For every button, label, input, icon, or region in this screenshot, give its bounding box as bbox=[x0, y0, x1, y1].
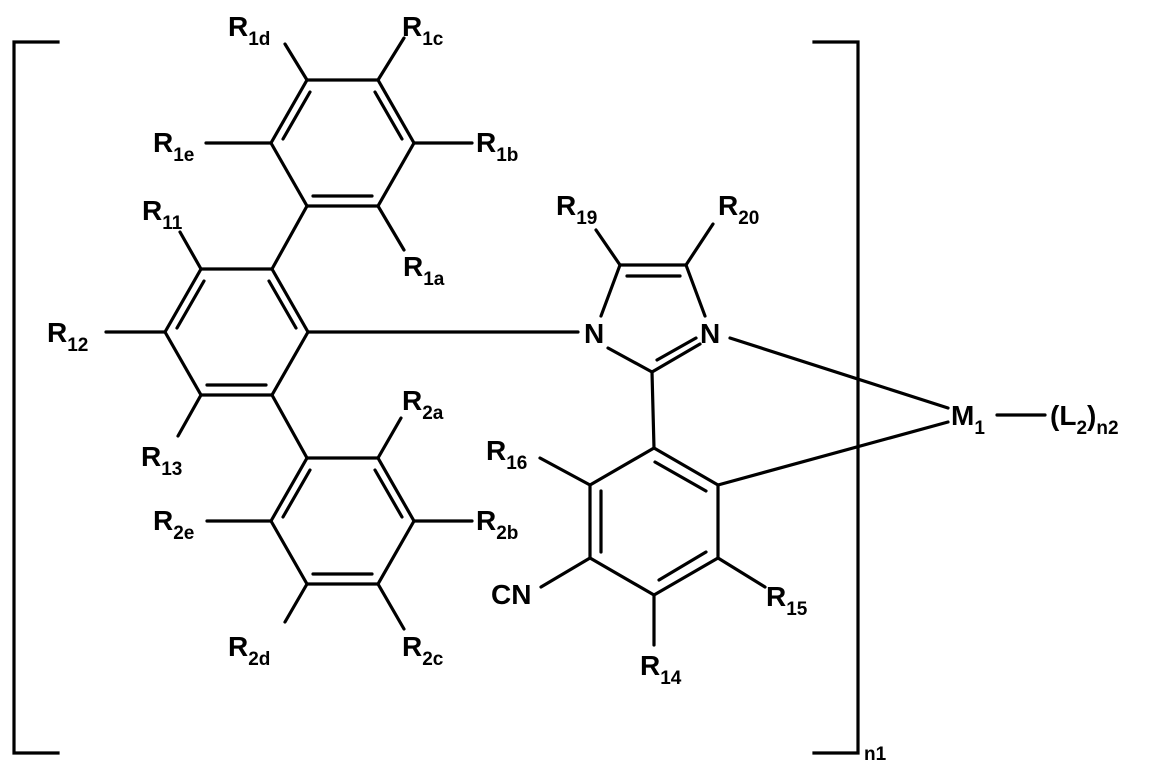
cyano-phenyl-ring bbox=[540, 372, 765, 645]
label-r2c: R2c bbox=[402, 631, 444, 670]
label-r1c: R1c bbox=[402, 11, 444, 50]
label-r2a: R2a bbox=[402, 385, 444, 424]
label-r20: R20 bbox=[718, 190, 759, 229]
imidazole-ring bbox=[596, 224, 713, 372]
label-r1b: R1b bbox=[476, 127, 518, 166]
left-bracket bbox=[14, 42, 58, 753]
label-r1d: R1d bbox=[228, 11, 270, 50]
bottom-phenyl-ring bbox=[271, 458, 414, 584]
label-r14: R14 bbox=[640, 650, 682, 689]
metal-bonds bbox=[718, 338, 1045, 485]
label-r2b: R2b bbox=[476, 505, 518, 544]
label-n3: N bbox=[700, 318, 720, 349]
top-phenyl-ring bbox=[271, 80, 414, 206]
label-r16: R16 bbox=[486, 435, 527, 474]
label-r2e: R2e bbox=[153, 505, 194, 544]
right-bracket bbox=[814, 42, 858, 753]
label-r2d: R2d bbox=[228, 631, 270, 670]
label-r12: R12 bbox=[47, 317, 88, 356]
label-r1a: R1a bbox=[403, 251, 445, 290]
label-r19: R19 bbox=[556, 190, 597, 229]
label-r1e: R1e bbox=[153, 127, 194, 166]
label-l2-n2: (L2)n2 bbox=[1050, 400, 1119, 439]
label-n1-subscript: n1 bbox=[864, 744, 887, 765]
label-r13: R13 bbox=[141, 441, 182, 480]
label-m1: M1 bbox=[951, 400, 985, 439]
label-r11: R11 bbox=[142, 195, 183, 234]
label-r15: R15 bbox=[766, 581, 808, 620]
label-n1: N bbox=[584, 318, 604, 349]
central-phenyl-ring bbox=[165, 269, 308, 395]
label-cn: CN bbox=[491, 579, 531, 610]
